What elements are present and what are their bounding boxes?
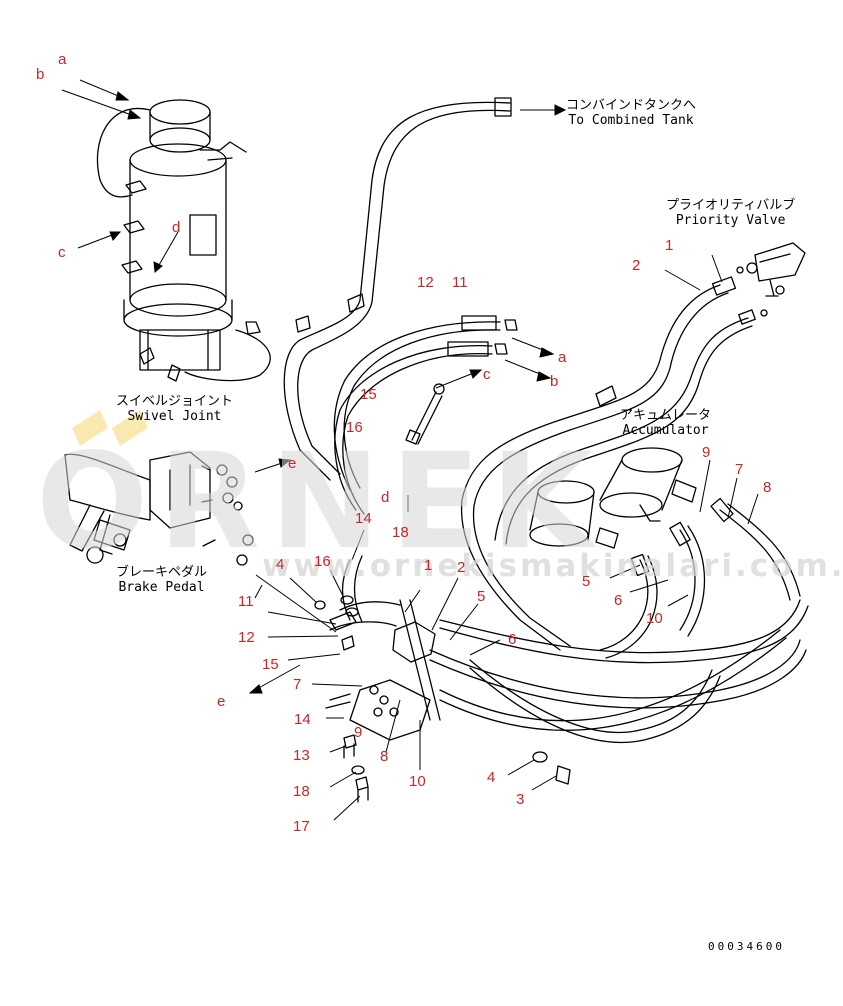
caption-brake-pedal-en: Brake Pedal [118, 580, 205, 595]
caption-combined-tank-en: To Combined Tank [568, 113, 694, 128]
callout: 7 [735, 461, 744, 478]
watermark-brand: ORNEK [36, 425, 603, 579]
callout: d [381, 489, 390, 506]
middle-hoses [333, 315, 518, 515]
caption-combined-tank-jp: コンバインドタンクへ [566, 98, 697, 113]
callout: 11 [452, 274, 468, 291]
callout: 7 [293, 676, 302, 693]
accumulator-drawing [529, 447, 697, 549]
leader-lines [61, 79, 759, 821]
callout: 6 [508, 631, 517, 648]
callout: 4 [276, 556, 285, 573]
callout: 5 [582, 573, 591, 590]
callout: 16 [314, 553, 331, 570]
caption-brake-pedal-jp: ブレーキペダル [116, 565, 208, 580]
callout: 13 [293, 747, 310, 764]
callout: 9 [354, 724, 363, 741]
caption-swivel-joint-jp: スイベルジョイント [116, 394, 234, 409]
priority-hoses [460, 276, 756, 651]
caption-combined-tank: コンバインドタンクへ To Combined Tank [566, 98, 696, 128]
callout: e [217, 693, 226, 710]
callout: 15 [262, 656, 279, 673]
callout: 14 [355, 510, 372, 527]
callout: 12 [238, 629, 255, 646]
callout: e [288, 455, 297, 472]
lower-hose-bundle [429, 497, 809, 744]
callout: 17 [293, 818, 310, 835]
callout: a [558, 349, 567, 366]
brake-pedal-drawing [64, 451, 254, 566]
callout: 8 [380, 748, 389, 765]
callout: 16 [346, 419, 363, 436]
callout: 2 [457, 559, 466, 576]
callout: c [58, 244, 66, 261]
priority-valve-drawing [736, 242, 806, 317]
callout: 5 [477, 588, 486, 605]
callout: 18 [293, 783, 310, 800]
callout: b [550, 373, 559, 390]
callout: 3 [516, 791, 525, 808]
callout: 18 [392, 524, 409, 541]
watermark-url: www.ornekismakinalari.com.tr [262, 548, 843, 584]
callout: 14 [294, 711, 311, 728]
callout: d [172, 219, 181, 236]
caption-swivel-joint-en: Swivel Joint [127, 409, 222, 424]
caption-priority-valve: プライオリティバルブ Priority Valve [666, 198, 795, 228]
callout: b [36, 66, 45, 83]
callout: a [58, 51, 67, 68]
small-parts [314, 595, 571, 803]
callout: 12 [417, 274, 434, 291]
caption-accumulator: アキュムレータ Accumulator [620, 408, 711, 438]
caption-priority-valve-jp: プライオリティバルブ [666, 198, 796, 213]
watermark [72, 410, 148, 446]
callout: 6 [614, 592, 623, 609]
callout: 4 [487, 769, 496, 786]
callout: 10 [646, 610, 663, 627]
callout: 11 [238, 593, 254, 610]
callout: 2 [632, 257, 641, 274]
callout: 1 [665, 237, 674, 254]
caption-accumulator-en: Accumulator [622, 423, 709, 438]
callout: 15 [360, 386, 377, 403]
caption-priority-valve-en: Priority Valve [675, 213, 786, 228]
document-number: 00034600 [708, 940, 785, 953]
caption-brake-pedal: ブレーキペダル Brake Pedal [116, 565, 207, 595]
callout: 10 [409, 773, 426, 790]
tank-return-hose [283, 97, 512, 481]
caption-swivel-joint: スイベルジョイント Swivel Joint [116, 394, 233, 424]
caption-accumulator-jp: アキュムレータ [620, 408, 712, 423]
callout: c [483, 366, 491, 383]
callout: 1 [424, 557, 433, 574]
callout: 8 [763, 479, 772, 496]
callout: 9 [702, 444, 711, 461]
swivel-joint-drawing [96, 99, 271, 382]
